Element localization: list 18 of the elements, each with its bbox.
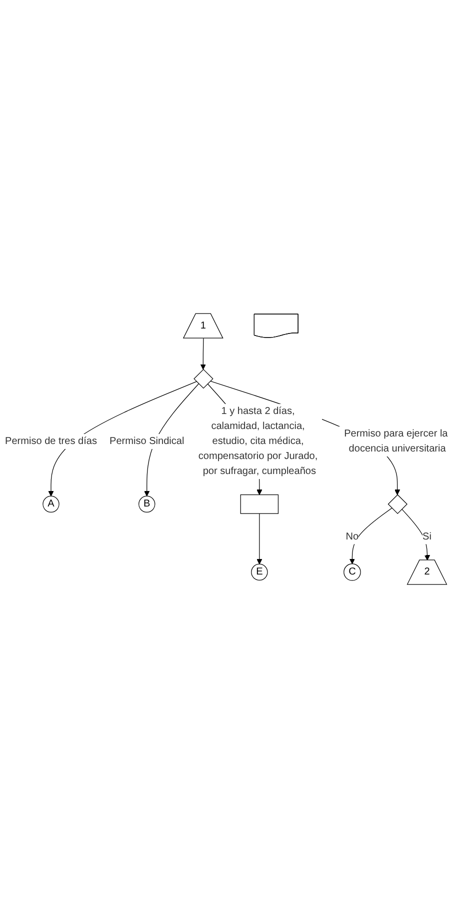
arrow (349, 508, 392, 564)
node-box (240, 494, 279, 514)
node-diamond (388, 494, 408, 514)
node-diamond (194, 368, 214, 389)
edge-label: Permiso Sindical (110, 436, 184, 446)
edge-label: Permiso de tres días (5, 436, 97, 446)
edge-label: 1 y hasta 2 días, calamidad, lactancia, estudio, cita médica, compensatorio por Jurado, por sufragar, cumpleaños (198, 406, 318, 477)
node-circle: E (251, 564, 268, 581)
edge-label: No (346, 531, 359, 542)
arrow (401, 508, 430, 560)
node-circle: C (344, 564, 361, 581)
arrow (256, 513, 262, 564)
edge-label: Si (422, 531, 432, 542)
node-circle: B (138, 496, 156, 513)
edge-label: Permiso para ejercer la docencia universitaria (344, 428, 448, 454)
arrow (200, 338, 206, 370)
node-circle: A (42, 496, 60, 513)
arrow (48, 381, 197, 496)
